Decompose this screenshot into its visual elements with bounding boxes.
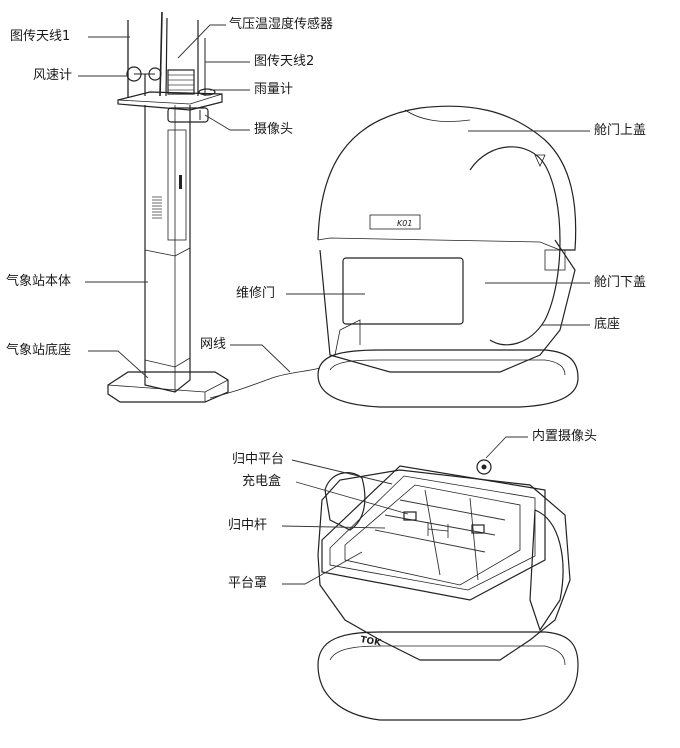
label-rain-gauge: 雨量计 xyxy=(254,82,294,97)
label-charging-box: 充电盒 xyxy=(242,474,282,489)
hangar-open: TOK xyxy=(317,459,579,721)
label-hatch-lower: 舱门下盖 xyxy=(594,275,647,290)
label-centering-rod: 归中杆 xyxy=(228,518,268,533)
label-pressure-sensor: 气压温湿度传感器 xyxy=(229,17,334,32)
weather-station xyxy=(107,11,321,403)
label-camera: 摄像头 xyxy=(254,122,294,137)
label-hatch-upper: 舱门上盖 xyxy=(594,123,647,138)
label-network-cable: 网线 xyxy=(200,337,227,352)
label-base: 底座 xyxy=(594,317,621,332)
label-builtin-camera: 内置摄像头 xyxy=(532,429,598,444)
label-station-body: 气象站本体 xyxy=(6,274,72,289)
leader-lines xyxy=(78,24,590,585)
label-antenna-1: 图传天线1 xyxy=(10,29,71,44)
label-antenna-2: 图传天线2 xyxy=(254,54,315,69)
label-anemometer: 风速计 xyxy=(33,68,73,83)
label-maintenance-door: 维修门 xyxy=(236,286,276,301)
label-centering-platform: 归中平台 xyxy=(232,452,285,467)
label-platform-cover: 平台罩 xyxy=(228,576,268,591)
hangar-closed: K01 xyxy=(317,105,579,408)
label-station-base: 气象站底座 xyxy=(6,343,72,358)
device-marking-bottom: TOK xyxy=(359,635,382,649)
device-marking: K01 xyxy=(397,219,412,228)
